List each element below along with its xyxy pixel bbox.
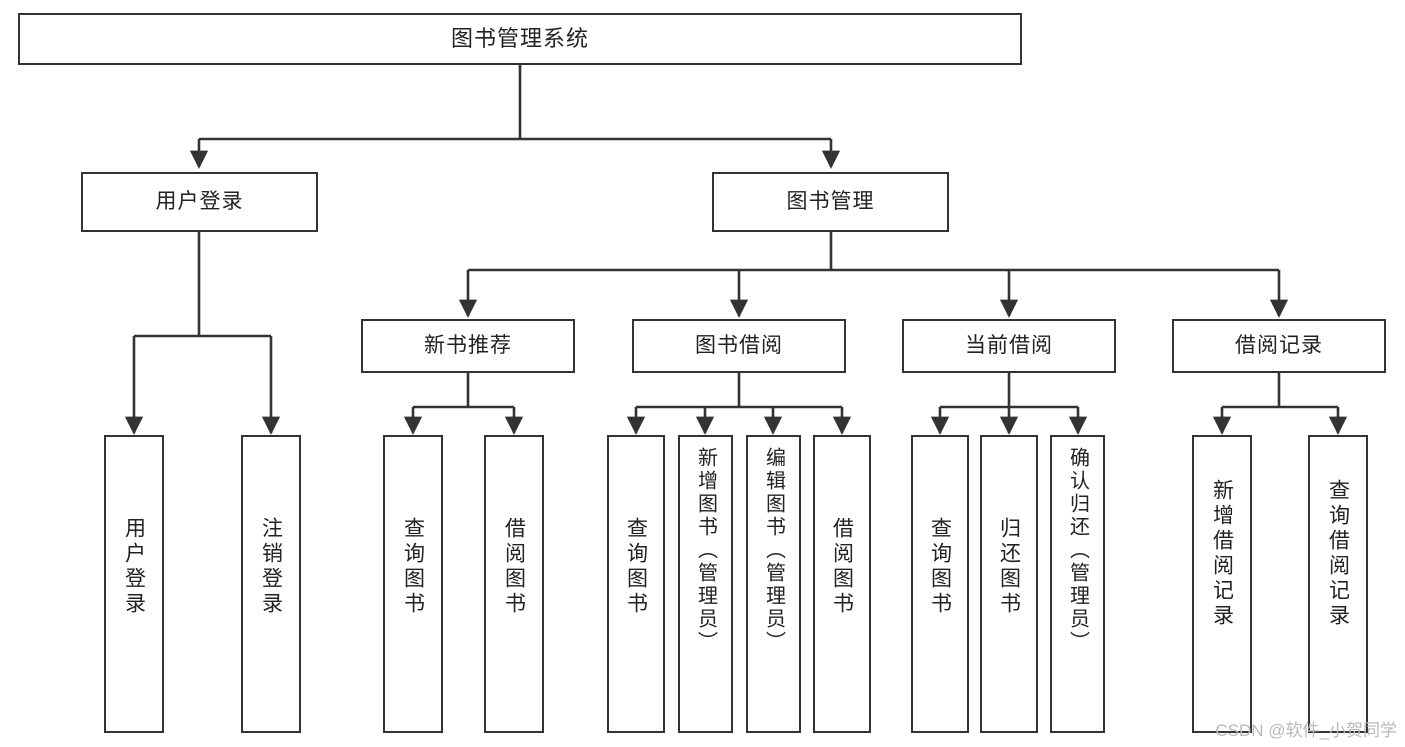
node-current-borrow[interactable]: 当前借阅 bbox=[902, 319, 1116, 373]
node-borrow-record-label: 借阅记录 bbox=[1235, 334, 1323, 358]
node-leaf-borrow-query[interactable]: 查询图书 bbox=[607, 435, 665, 733]
node-book-manage-label: 图书管理 bbox=[786, 190, 875, 214]
csdn-watermark: CSDN @软件_小贺同学 bbox=[1215, 721, 1397, 740]
node-current-borrow-label: 当前借阅 bbox=[965, 334, 1053, 358]
node-leaf-query-record-label: 查询借阅记录 bbox=[1326, 479, 1350, 629]
node-leaf-add-book-label: 新增图书（管理员） bbox=[694, 447, 717, 654]
node-leaf-logout[interactable]: 注销登录 bbox=[241, 435, 301, 733]
node-leaf-user-login[interactable]: 用户登录 bbox=[104, 435, 164, 733]
node-leaf-borrow-book-label: 借阅图书 bbox=[830, 517, 854, 617]
node-user-login[interactable]: 用户登录 bbox=[81, 172, 318, 232]
node-leaf-borrow-query-label: 查询图书 bbox=[624, 517, 648, 617]
node-leaf-rec-query-label: 查询图书 bbox=[401, 517, 425, 617]
node-leaf-add-record-label: 新增借阅记录 bbox=[1210, 479, 1234, 629]
node-leaf-rec-borrow-label: 借阅图书 bbox=[502, 517, 526, 617]
node-user-login-label: 用户登录 bbox=[155, 190, 244, 214]
node-root[interactable]: 图书管理系统 bbox=[18, 13, 1022, 65]
node-leaf-logout-label: 注销登录 bbox=[259, 517, 283, 617]
node-leaf-confirm-return[interactable]: 确认归还（管理员） bbox=[1050, 435, 1105, 733]
node-book-manage[interactable]: 图书管理 bbox=[712, 172, 949, 232]
node-leaf-borrow-book[interactable]: 借阅图书 bbox=[813, 435, 871, 733]
node-leaf-return-book[interactable]: 归还图书 bbox=[980, 435, 1038, 733]
node-leaf-edit-book-label: 编辑图书（管理员） bbox=[762, 447, 785, 654]
node-book-borrow-label: 图书借阅 bbox=[695, 334, 783, 358]
node-new-book-rec[interactable]: 新书推荐 bbox=[361, 319, 575, 373]
node-leaf-cur-query-label: 查询图书 bbox=[928, 517, 952, 617]
node-borrow-record[interactable]: 借阅记录 bbox=[1172, 319, 1386, 373]
node-leaf-return-book-label: 归还图书 bbox=[997, 517, 1021, 617]
node-leaf-edit-book[interactable]: 编辑图书（管理员） bbox=[746, 435, 801, 733]
node-leaf-query-record[interactable]: 查询借阅记录 bbox=[1308, 435, 1368, 733]
node-book-borrow[interactable]: 图书借阅 bbox=[632, 319, 846, 373]
node-leaf-user-login-label: 用户登录 bbox=[122, 517, 146, 617]
node-leaf-add-book[interactable]: 新增图书（管理员） bbox=[678, 435, 733, 733]
node-leaf-rec-query[interactable]: 查询图书 bbox=[383, 435, 443, 733]
node-new-book-rec-label: 新书推荐 bbox=[424, 334, 512, 358]
node-root-label: 图书管理系统 bbox=[450, 25, 589, 51]
node-leaf-confirm-return-label: 确认归还（管理员） bbox=[1066, 447, 1089, 654]
node-leaf-cur-query[interactable]: 查询图书 bbox=[911, 435, 969, 733]
node-leaf-rec-borrow[interactable]: 借阅图书 bbox=[484, 435, 544, 733]
node-leaf-add-record[interactable]: 新增借阅记录 bbox=[1192, 435, 1252, 733]
